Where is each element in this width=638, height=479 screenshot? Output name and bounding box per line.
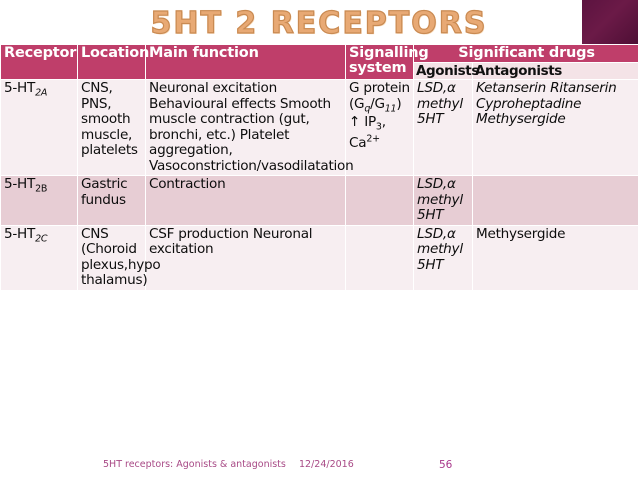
- cell-main-function: Contraction: [145, 175, 346, 226]
- cell-signalling-system: G protein (Gq/G11) ↑ IP3, Ca2+: [345, 79, 414, 177]
- cell-antagonists: Ketanserin Ritanserin Cyproheptadine Met…: [471, 79, 638, 177]
- receptor-table: Receptor Location Main function Signalli…: [0, 43, 638, 291]
- cell-antagonists: Methysergide: [471, 224, 638, 291]
- g-protein-close: ): [396, 95, 402, 112]
- cell-location: Gastric fundus: [77, 175, 146, 226]
- footer-label: 5HT receptors: Agonists & antagonists: [103, 459, 286, 470]
- cell-signalling-system: [345, 224, 414, 291]
- calcium-prefix: Ca: [349, 134, 367, 151]
- signalling-line-3: ↑ IP3,: [349, 114, 386, 134]
- signalling-line-1: G protein: [349, 80, 410, 97]
- table-row: 5-HT2A CNS, PNS, smooth muscle, platelet…: [0, 79, 638, 177]
- table-body: 5-HT2A CNS, PNS, smooth muscle, platelet…: [0, 79, 638, 291]
- receptor-name: 5-HT: [4, 80, 36, 97]
- cell-location: CNS (Choroid plexus,hypo thalamus): [77, 224, 161, 291]
- signalling-line-4: Ca2+: [349, 132, 380, 151]
- cell-receptor: 5-HT2A: [0, 79, 78, 177]
- g-protein-mid: /G: [370, 95, 385, 112]
- receptor-name: 5-HT: [4, 225, 36, 242]
- cell-main-function: Neuronal excitation Behavioural effects …: [145, 79, 354, 177]
- column-header-main-function: Main function: [145, 43, 346, 81]
- corner-decoration-block: [582, 0, 638, 44]
- page-title: 5HT 2 RECEPTORS: [150, 5, 488, 41]
- ip3-prefix: ↑ IP: [349, 114, 376, 131]
- ip3-sub: 3: [375, 122, 382, 134]
- table-row: 5-HT2C CNS (Choroid plexus,hypo thalamus…: [0, 224, 638, 291]
- receptor-name: 5-HT: [4, 176, 36, 193]
- calcium-charge: 2+: [366, 132, 380, 144]
- column-header-antagonists: Antagonists: [471, 62, 638, 81]
- cell-agonists: LSD,α methyl 5HT: [413, 79, 473, 177]
- receptor-subtype: 2A: [35, 88, 48, 100]
- footer-date: 12/24/2016: [299, 459, 354, 470]
- slide-footer: 5HT receptors: Agonists & antagonists 12…: [0, 458, 638, 476]
- cell-antagonists: [471, 175, 638, 226]
- column-header-signalling-system: Signalling system: [345, 43, 429, 81]
- table-row: 5-HT2B Gastric fundus Contraction LSD,α …: [0, 175, 638, 226]
- slide-title-container: 5HT 2 RECEPTORS: [0, 2, 638, 44]
- cell-location: CNS, PNS, smooth muscle, platelets: [77, 79, 146, 177]
- column-header-agonists: Agonists: [413, 62, 479, 81]
- cell-receptor: 5-HT2C: [0, 224, 78, 291]
- cell-agonists: LSD,α methyl 5HT: [413, 175, 473, 226]
- signalling-line-2: (Gq/G11): [349, 95, 402, 115]
- table-header: Receptor Location Main function Signalli…: [0, 43, 638, 81]
- receptor-subtype: 2C: [35, 233, 48, 245]
- cell-signalling-system: [345, 175, 414, 226]
- g-protein-sub-11: 11: [384, 103, 397, 115]
- cell-receptor: 5-HT2B: [0, 175, 78, 226]
- table-header-row-1: Receptor Location Main function Signalli…: [0, 43, 638, 81]
- cell-agonists: LSD,α methyl 5HT: [413, 224, 473, 291]
- column-header-significant-drugs: Significant drugs: [412, 43, 638, 64]
- g-protein-open: (G: [349, 95, 365, 112]
- g-protein-sub-q: q: [364, 103, 371, 115]
- column-header-receptor: Receptor: [0, 43, 78, 81]
- table-header-row-2: Agonists Antagonists: [1, 62, 638, 81]
- ip3-suffix: ,: [381, 114, 386, 131]
- footer-page-number: 56: [439, 459, 453, 471]
- cell-main-function: CSF production Neuronal excitation: [145, 224, 346, 291]
- column-header-location: Location: [77, 43, 149, 81]
- receptor-subtype: 2B: [35, 184, 48, 196]
